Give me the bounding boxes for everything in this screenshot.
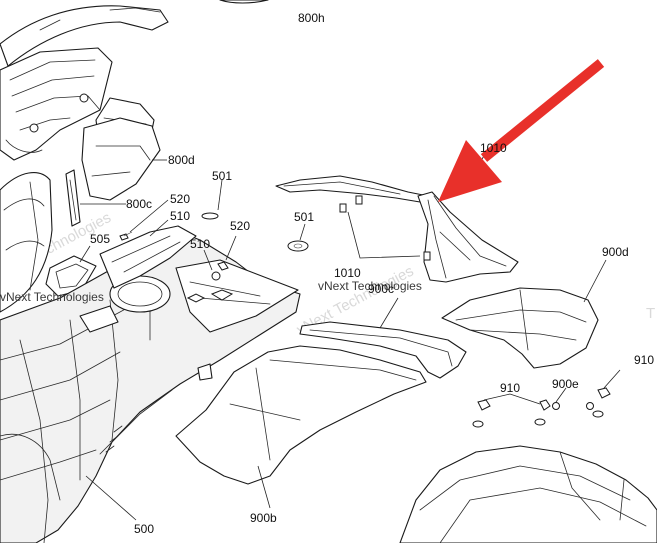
part-500-hood xyxy=(0,225,301,543)
callout-520-right: 520 xyxy=(230,219,250,233)
part-900b xyxy=(175,345,427,509)
red-pointer-arrow xyxy=(438,59,605,202)
left-side-panel xyxy=(0,172,53,313)
part-800h xyxy=(0,0,269,67)
callout-520-left: 520 xyxy=(170,192,190,206)
callout-1010-top: 1010 xyxy=(480,141,507,155)
callout-900b: 900b xyxy=(250,511,277,525)
part-900d xyxy=(441,259,607,369)
callout-500: 500 xyxy=(134,522,154,536)
fasteners-910-900e xyxy=(472,369,621,428)
callout-1010: 1010 xyxy=(334,266,361,280)
callout-900e: 900e xyxy=(552,377,579,391)
callout-510-right: 510 xyxy=(190,237,210,251)
part-1010 xyxy=(275,151,519,283)
callout-800c: 800c xyxy=(126,197,152,211)
callout-910-left: 910 xyxy=(500,381,520,395)
callout-501-right: 501 xyxy=(294,210,314,224)
callout-510-left: 510 xyxy=(170,209,190,223)
callout-501-left: 501 xyxy=(212,169,232,183)
callout-900c: 900c xyxy=(368,282,394,296)
part-900c xyxy=(299,297,467,379)
watermark-text-mid: vNext Technologies xyxy=(318,279,422,293)
part-800d xyxy=(81,117,167,201)
fastener-501-right xyxy=(287,223,309,252)
watermark-ghost-right: T xyxy=(646,305,655,322)
callout-800d: 800d xyxy=(168,153,195,167)
callout-900d: 900d xyxy=(602,245,629,259)
right-lower-panel xyxy=(399,445,657,543)
part-800c xyxy=(65,169,126,227)
callout-505: 505 xyxy=(90,232,110,246)
callout-800h: 800h xyxy=(298,11,325,25)
fastener-520-right xyxy=(217,235,237,271)
watermark-text-left: vNext Technologies xyxy=(0,290,104,304)
fastener-520-left xyxy=(119,199,169,241)
fastener-510-right xyxy=(203,249,221,281)
fastener-501-left xyxy=(201,179,223,220)
fastener-510-left xyxy=(149,219,169,237)
callout-910-right: 910 xyxy=(634,353,654,367)
